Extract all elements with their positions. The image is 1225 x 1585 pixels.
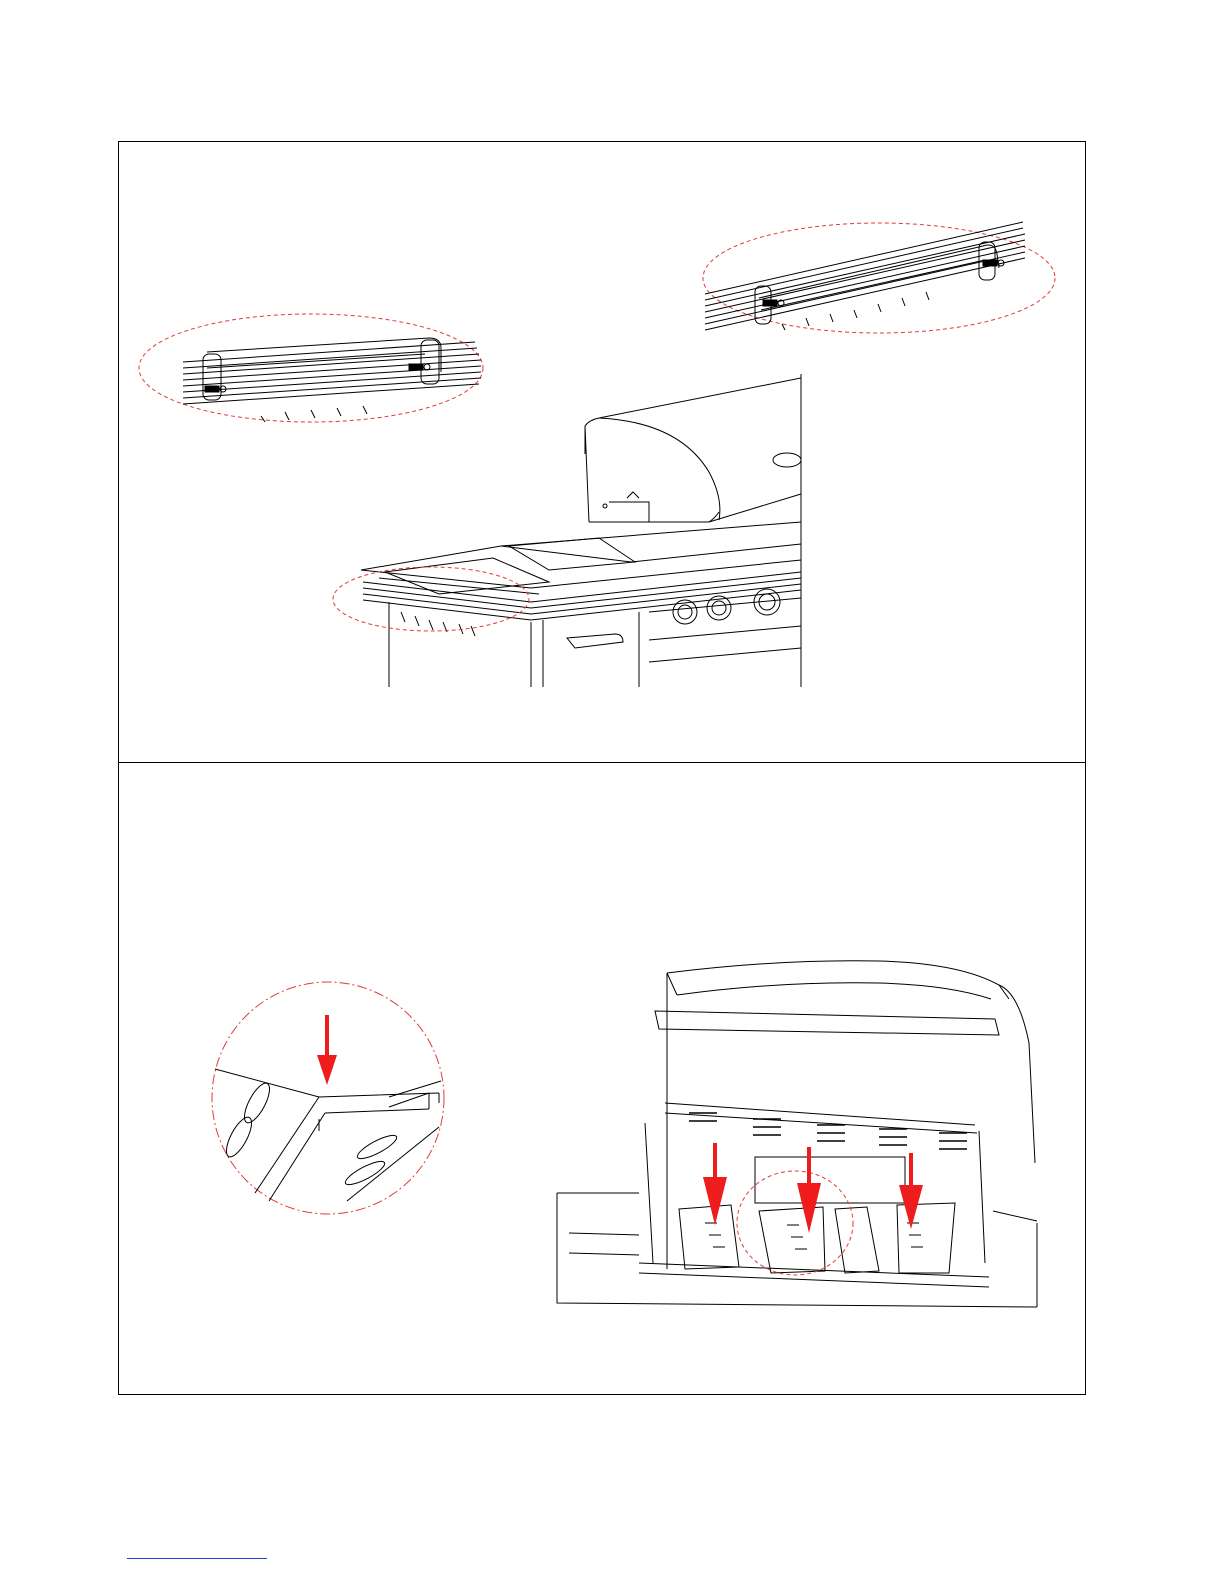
- shelf-edge-highlight: [333, 567, 529, 631]
- footer-link[interactable]: [127, 1558, 267, 1559]
- down-arrow-icon: [317, 1015, 337, 1085]
- grill-side-shelf-view: [361, 374, 801, 687]
- down-arrow-icon: [703, 1143, 727, 1225]
- right-handle-detail: [703, 222, 1055, 333]
- step-panel-flame-tamer: [118, 762, 1086, 1395]
- screw-icon: [409, 364, 430, 370]
- side-shelf-handle-illustration: [119, 142, 1087, 764]
- step-panel-side-shelf-handle: [118, 141, 1086, 763]
- left-handle-detail: [139, 314, 483, 422]
- flame-tamer-illustration: [119, 763, 1087, 1396]
- down-arrow-icon: [899, 1153, 923, 1229]
- firebox-highlight: [737, 1171, 853, 1275]
- down-arrow-icon: [797, 1147, 821, 1233]
- grill-firebox-view: [557, 961, 1037, 1307]
